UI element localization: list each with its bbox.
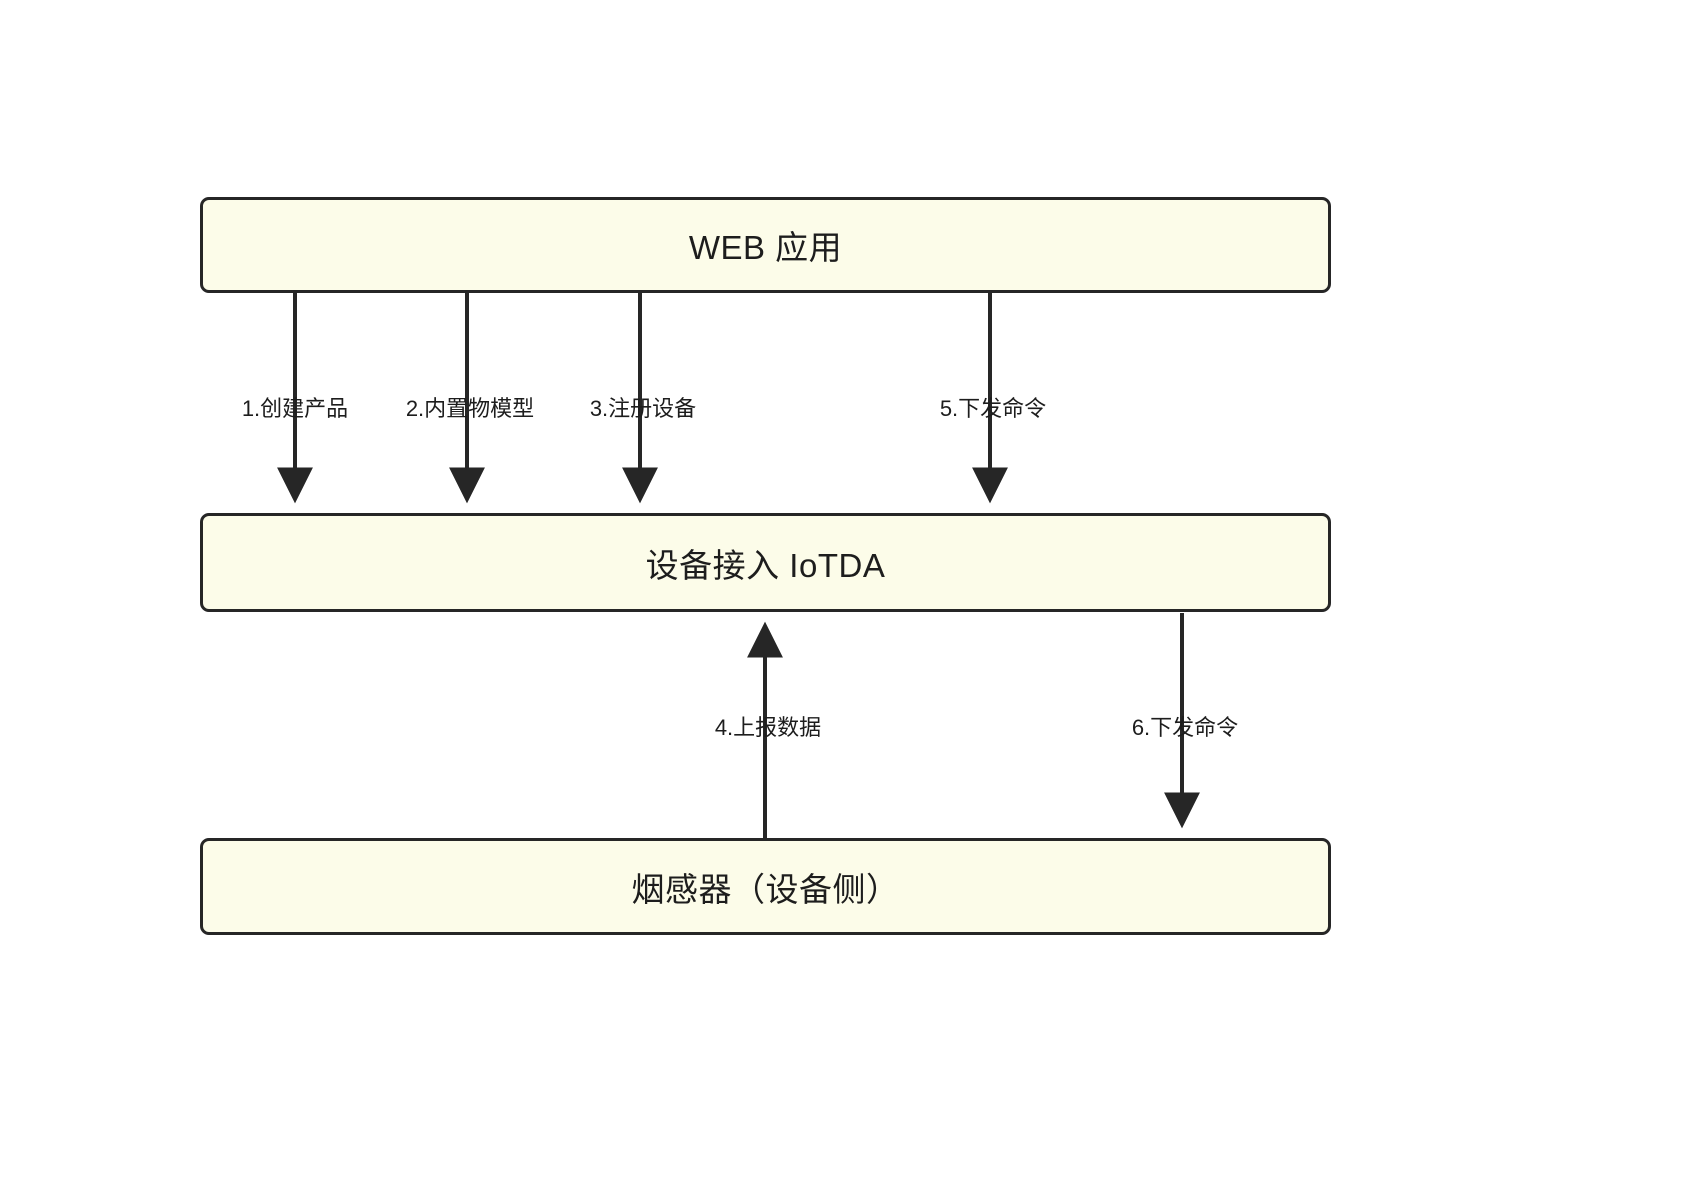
node-web-application: WEB 应用 (200, 197, 1331, 293)
node-web-application-label: WEB 应用 (688, 229, 843, 266)
node-iotda-label: 设备接入 IoTDA (645, 546, 886, 584)
edge-label-register-device: 3.注册设备 (589, 396, 697, 421)
edge-label-create-product: 1.创建产品 (241, 396, 349, 421)
edge-label-send-command-device: 6.下发命令 (1131, 715, 1239, 740)
edge-label-report-data: 4.上报数据 (714, 715, 822, 740)
node-smoke-detector-device-label: 烟感器（设备侧） (631, 870, 900, 908)
edge-label-builtin-thing-model: 2.内置物模型 (405, 396, 535, 421)
node-iotda: 设备接入 IoTDA (200, 513, 1331, 612)
node-smoke-detector-device: 烟感器（设备侧） (200, 838, 1331, 935)
edge-label-send-command-app: 5.下发命令 (939, 396, 1047, 421)
